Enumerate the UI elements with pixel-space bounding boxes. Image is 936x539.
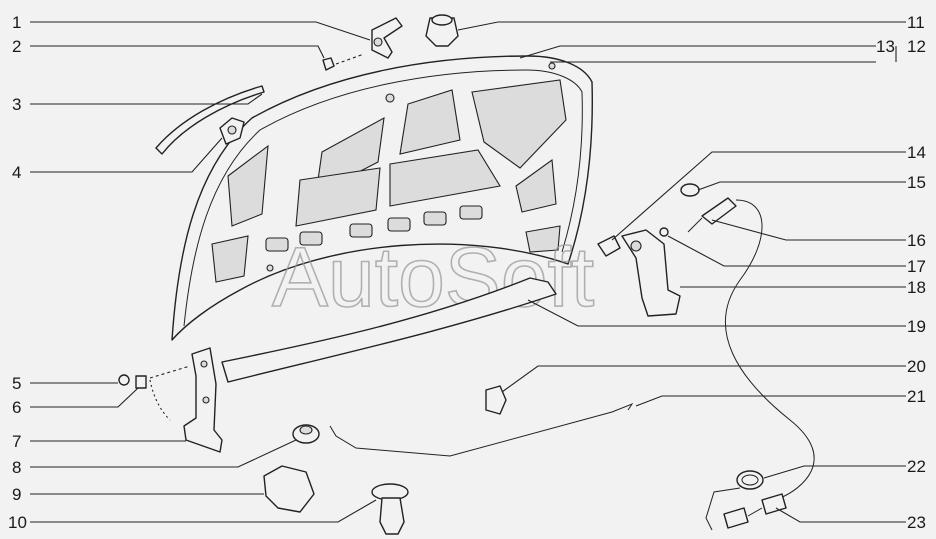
part-11-bump-stop: [425, 14, 459, 47]
labels-left: 1 2 3 4 5 6 7 8 9 10: [8, 13, 27, 532]
part-5-washer: [118, 374, 130, 386]
label-4: 4: [12, 163, 21, 182]
part-8-grommet: [292, 424, 320, 444]
label-14: 14: [907, 143, 926, 162]
part-2-nut: [322, 57, 335, 71]
label-8: 8: [12, 458, 21, 477]
label-5: 5: [12, 374, 21, 393]
hood-panel: [171, 55, 593, 341]
label-1: 1: [12, 13, 21, 32]
release-cable: [724, 199, 815, 499]
part-1-hook: [371, 17, 403, 59]
part-23-cable-handle: [723, 493, 787, 529]
part-16-cable-end: [687, 197, 737, 233]
part-22-spring: [705, 470, 764, 531]
label-23: 23: [907, 513, 926, 532]
watermark-text: AutoSoft: [272, 230, 594, 324]
label-9: 9: [12, 485, 21, 504]
leader-lines: [30, 21, 906, 523]
label-16: 16: [907, 231, 926, 250]
part-10-push-clip: [371, 483, 409, 535]
part-15-buffer: [680, 183, 700, 197]
label-20: 20: [907, 357, 926, 376]
part-20-rod-clip: [485, 385, 507, 415]
part-6-bolt: [135, 375, 147, 389]
label-10: 10: [8, 513, 27, 532]
part-14-latch-bolt: [597, 235, 621, 257]
labels-right: 11 13 12 14 15 16 17 18 19 20 21 22 23: [876, 13, 926, 532]
part-9-latch-guide: [263, 465, 315, 513]
part-4-clip: [219, 117, 245, 145]
label-22: 22: [907, 457, 926, 476]
label-3: 3: [12, 95, 21, 114]
part-7-hinge: [183, 347, 223, 453]
label-7: 7: [12, 432, 21, 451]
label-6: 6: [12, 398, 21, 417]
part-21-release-rod: [329, 402, 634, 457]
part-3-seal-strip: [155, 85, 265, 155]
part-17-washer: [659, 227, 669, 237]
label-12: 12: [907, 37, 926, 56]
part-18-hood-latch: [621, 229, 681, 317]
label-13: 13: [876, 37, 895, 56]
label-17: 17: [907, 257, 926, 276]
label-21: 21: [907, 387, 926, 406]
label-19: 19: [907, 317, 926, 336]
label-18: 18: [907, 278, 926, 297]
part-19-reinforcement: [221, 277, 557, 383]
label-15: 15: [907, 173, 926, 192]
label-2: 2: [12, 37, 21, 56]
label-11: 11: [907, 13, 925, 32]
